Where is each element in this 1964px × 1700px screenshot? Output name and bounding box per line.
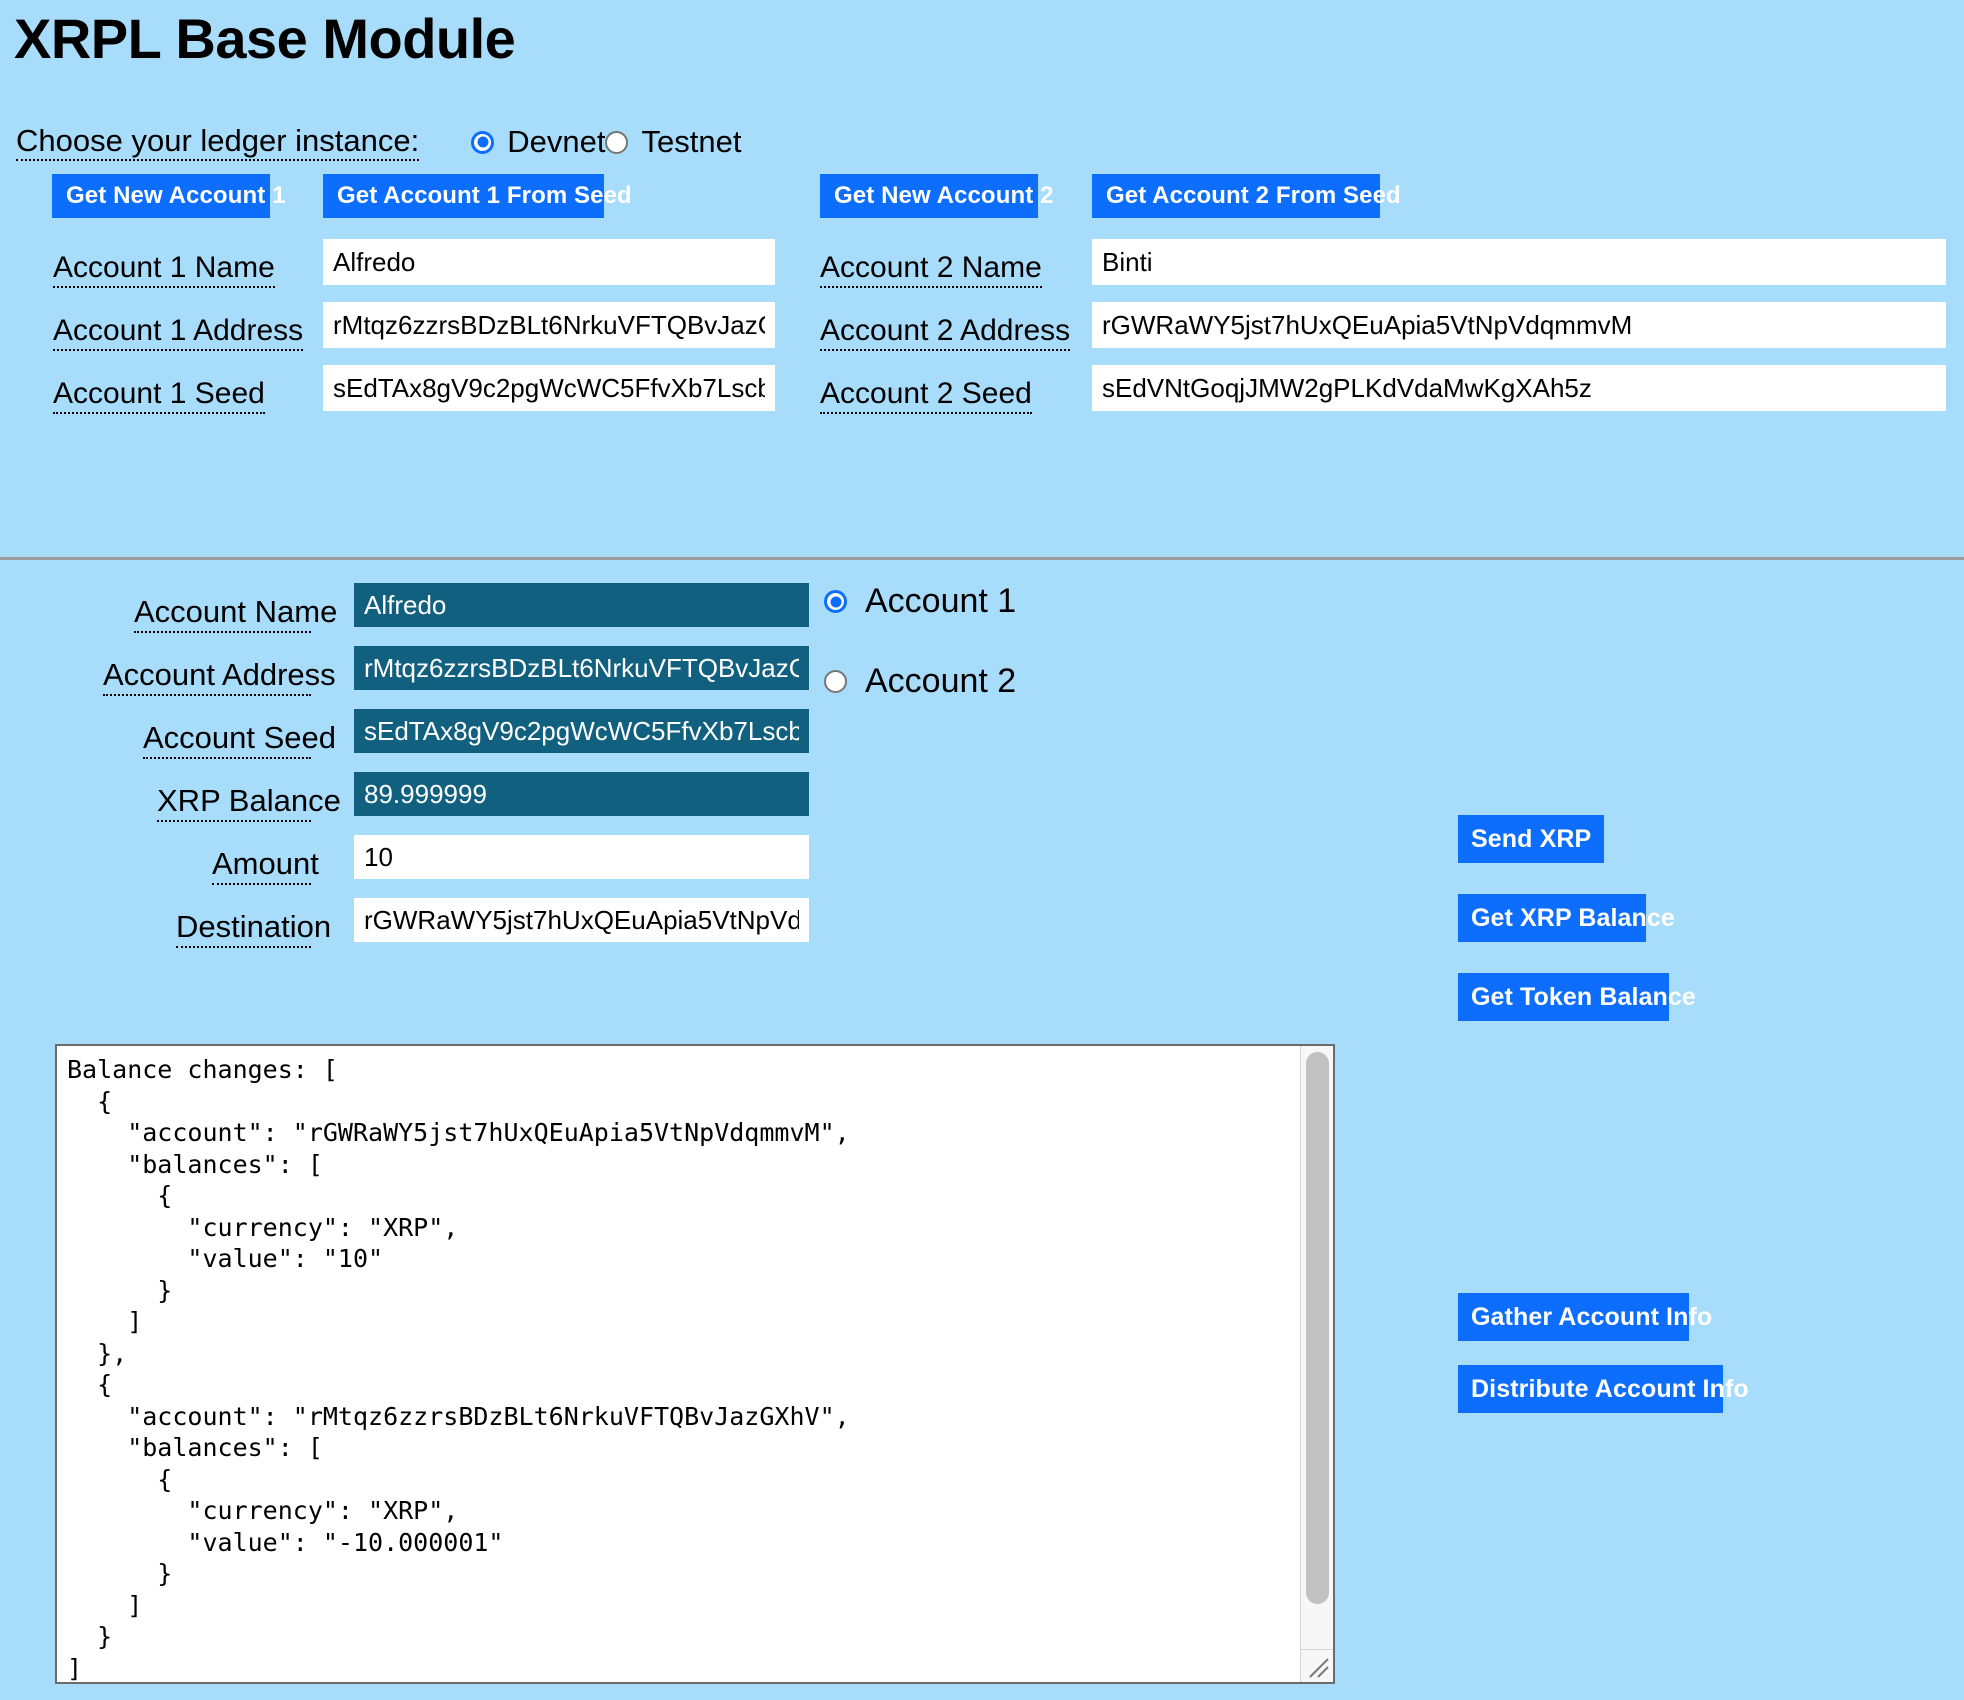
- account-1-address-input[interactable]: [323, 302, 775, 348]
- results-text: Balance changes: [ { "account": "rGWRaWY…: [67, 1055, 850, 1682]
- amount-label: Amount: [212, 846, 319, 886]
- devnet-label: Devnet: [507, 124, 606, 159]
- get-account-1-from-seed-button[interactable]: Get Account 1 From Seed: [323, 174, 632, 218]
- radio-option-testnet[interactable]: Testnet: [605, 124, 741, 160]
- results-textarea[interactable]: Balance changes: [ { "account": "rGWRaWY…: [55, 1044, 1335, 1684]
- get-new-account-2-button[interactable]: Get New Account 2: [820, 174, 1053, 218]
- account-2-radio-icon[interactable]: [824, 670, 847, 693]
- gather-account-info-button[interactable]: Gather Account Info: [1458, 1293, 1712, 1341]
- active-account-seed-label: Account Seed: [143, 720, 336, 760]
- active-account-name-label: Account Name: [134, 594, 337, 634]
- xrp-balance-input[interactable]: [354, 772, 809, 816]
- results-scrollbar-thumb[interactable]: [1306, 1052, 1329, 1604]
- devnet-radio-icon[interactable]: [471, 130, 495, 154]
- testnet-radio-icon[interactable]: [605, 130, 629, 154]
- account-1-name-label: Account 1 Name: [53, 251, 275, 288]
- active-account-address-input[interactable]: [354, 646, 809, 690]
- account-1-radio-label: Account 1: [865, 582, 1017, 620]
- amount-input[interactable]: [354, 835, 809, 879]
- get-xrp-balance-button[interactable]: Get XRP Balance: [1458, 894, 1675, 942]
- account-1-radio-icon[interactable]: [824, 590, 847, 613]
- get-token-balance-button[interactable]: Get Token Balance: [1458, 973, 1696, 1021]
- radio-option-devnet[interactable]: Devnet: [471, 124, 605, 160]
- distribute-account-info-button[interactable]: Distribute Account Info: [1458, 1365, 1749, 1413]
- account-1-seed-label: Account 1 Seed: [53, 377, 265, 414]
- radio-option-account-2[interactable]: Account 2: [824, 662, 1016, 701]
- results-scrollbar[interactable]: [1300, 1046, 1333, 1682]
- section-divider: [0, 557, 1964, 560]
- account-2-seed-label: Account 2 Seed: [820, 377, 1032, 414]
- active-account-seed-input[interactable]: [354, 709, 809, 753]
- account-1-name-input[interactable]: [323, 239, 775, 285]
- account-2-address-input[interactable]: [1092, 302, 1946, 348]
- account-1-address-label: Account 1 Address: [53, 314, 304, 351]
- ledger-instance-row: Choose your ledger instance: Devnet Test…: [16, 122, 741, 162]
- send-xrp-button[interactable]: Send XRP: [1458, 815, 1604, 863]
- testnet-label: Testnet: [641, 124, 742, 159]
- destination-input[interactable]: [354, 898, 809, 942]
- destination-label: Destination: [176, 909, 331, 949]
- ledger-instance-label: Choose your ledger instance:: [16, 123, 420, 162]
- page-title: XRPL Base Module: [14, 7, 516, 70]
- active-account-name-input[interactable]: [354, 583, 809, 627]
- account-2-address-label: Account 2 Address: [820, 314, 1071, 351]
- active-account-address-label: Account Address: [103, 657, 336, 697]
- account-2-name-input[interactable]: [1092, 239, 1946, 285]
- get-new-account-1-button[interactable]: Get New Account 1: [52, 174, 285, 218]
- xrp-balance-label: XRP Balance: [157, 783, 341, 823]
- account-1-seed-input[interactable]: [323, 365, 775, 411]
- radio-option-account-1[interactable]: Account 1: [824, 582, 1016, 621]
- resize-handle-icon[interactable]: [1300, 1649, 1333, 1682]
- get-account-2-from-seed-button[interactable]: Get Account 2 From Seed: [1092, 174, 1401, 218]
- account-2-radio-label: Account 2: [865, 662, 1017, 700]
- account-2-seed-input[interactable]: [1092, 365, 1946, 411]
- account-2-name-label: Account 2 Name: [820, 251, 1042, 288]
